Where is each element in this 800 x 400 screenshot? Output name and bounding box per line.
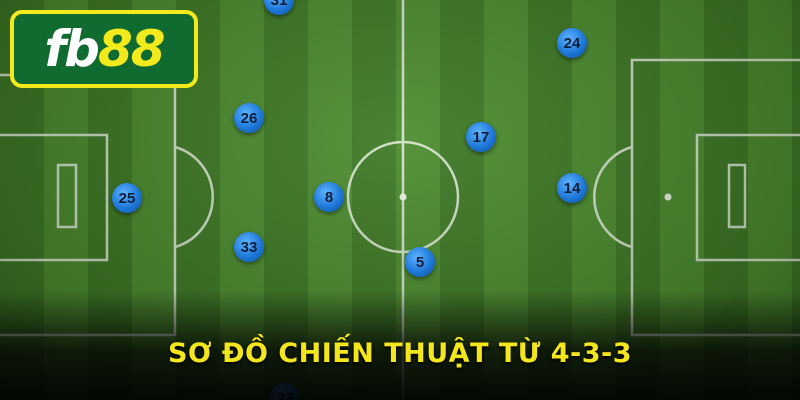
player-marker: 25	[112, 183, 142, 213]
player-marker: 26	[234, 103, 264, 133]
fb88-logo: fb88	[10, 10, 198, 88]
logo-text: fb88	[44, 20, 165, 78]
left-goal-area	[0, 133, 109, 262]
player-marker: 14	[557, 173, 587, 203]
player-marker: 24	[557, 28, 587, 58]
player-marker: 17	[466, 122, 496, 152]
left-goal	[56, 163, 78, 229]
player-marker: 5	[405, 247, 435, 277]
left-penalty-arc	[174, 145, 214, 249]
right-goal-area	[695, 133, 800, 262]
player-marker: 33	[234, 232, 264, 262]
right-penalty-arc	[593, 145, 633, 249]
right-goal	[727, 163, 747, 229]
center-circle	[346, 140, 460, 254]
formation-caption: SƠ ĐỒ CHIẾN THUẬT TỪ 4-3-3	[167, 338, 633, 369]
player-marker: 8	[314, 182, 344, 212]
caption-backdrop	[0, 290, 800, 400]
player-marker: 31	[264, 0, 294, 15]
center-spot	[399, 193, 407, 201]
right-penalty-spot	[664, 193, 672, 201]
